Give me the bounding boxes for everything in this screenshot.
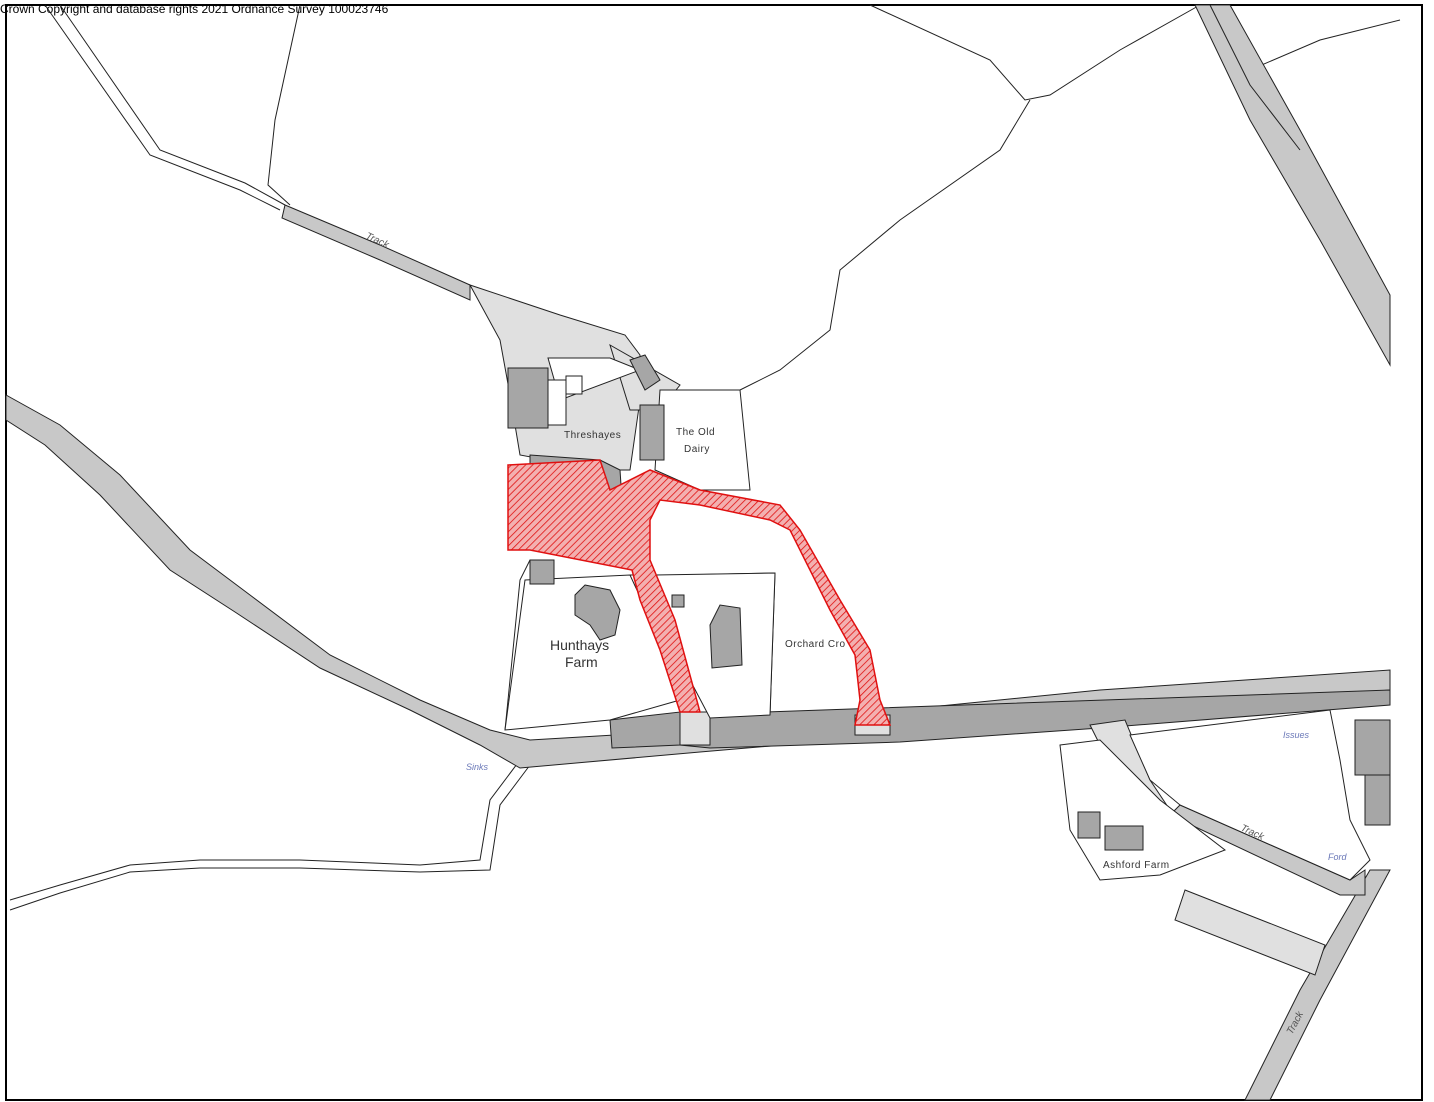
label-old-dairy-1: The Old xyxy=(676,427,715,438)
label-sinks: Sinks xyxy=(466,762,489,772)
label-hunthays-1: Hunthays xyxy=(550,637,609,653)
site-boundary-hatch[interactable] xyxy=(507,459,892,726)
site-boundary[interactable] xyxy=(507,459,892,726)
label-ashford-farm: Ashford Farm xyxy=(1103,860,1170,871)
label-hunthays-2: Farm xyxy=(565,654,598,670)
label-issues: Issues xyxy=(1283,730,1310,740)
copyright-notice: Crown Copyright and database rights 2021… xyxy=(0,2,389,16)
label-ford: Ford xyxy=(1328,852,1348,862)
label-old-dairy-2: Dairy xyxy=(684,444,710,455)
label-threshayes: Threshayes xyxy=(564,430,621,441)
label-orchard: Orchard Cro xyxy=(785,639,846,650)
map-border xyxy=(5,4,1423,1101)
